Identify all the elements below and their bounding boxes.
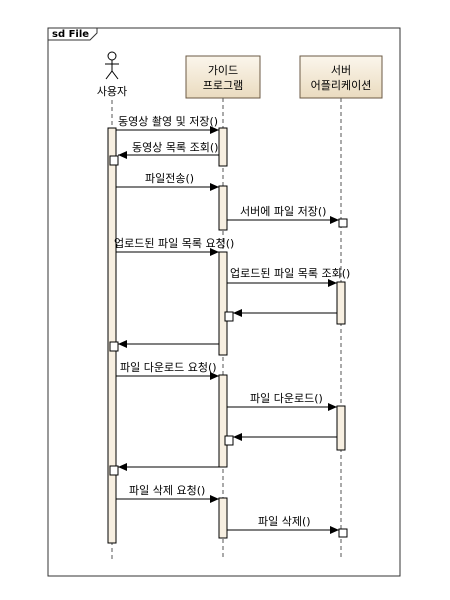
message-1: 동영상 촬영 및 저장() bbox=[116, 115, 219, 134]
self-call-server-2 bbox=[338, 528, 348, 538]
svg-text:파일 삭제(): 파일 삭제() bbox=[258, 514, 311, 528]
actor-user-icon bbox=[105, 51, 119, 80]
self-call-guide-2 bbox=[224, 435, 234, 446]
lifeline-user-label: 사용자 bbox=[97, 85, 127, 98]
svg-text:파일 다운로드(): 파일 다운로드() bbox=[250, 391, 323, 405]
svg-text:동영상 촬영 및 저장(): 동영상 촬영 및 저장() bbox=[118, 115, 218, 128]
self-call-server-1 bbox=[338, 218, 348, 228]
activation-server-1 bbox=[336, 281, 346, 325]
message-2: 동영상 목록 조회() bbox=[118, 141, 219, 159]
activation-server-2 bbox=[336, 405, 346, 451]
svg-text:가이드: 가이드 bbox=[208, 64, 238, 77]
activation-guide-5 bbox=[218, 497, 228, 539]
message-7: 파일 다운로드 요청() bbox=[116, 360, 219, 380]
svg-text:업로드된 파일 목록 조회(): 업로드된 파일 목록 조회() bbox=[230, 266, 350, 280]
svg-text:파일 삭제 요청(): 파일 삭제 요청() bbox=[129, 483, 205, 497]
self-call-user-2 bbox=[109, 341, 119, 352]
lifeline-guide-head: 가이드 프로그램 bbox=[185, 55, 261, 99]
message-9: 파일 삭제 요청() bbox=[116, 483, 219, 503]
self-call-guide-1 bbox=[224, 311, 234, 322]
svg-text:파일 다운로드 요청(): 파일 다운로드 요청() bbox=[120, 360, 217, 374]
svg-text:업로드된 파일 목록 요청(): 업로드된 파일 목록 요청() bbox=[114, 236, 234, 250]
message-4: 서버에 파일 저장() bbox=[227, 204, 339, 224]
activation-user bbox=[107, 127, 117, 544]
self-call-user-1 bbox=[109, 155, 119, 166]
message-5: 업로드된 파일 목록 요청() bbox=[114, 236, 234, 256]
svg-text:어플리케이션: 어플리케이션 bbox=[311, 79, 372, 92]
message-10: 파일 삭제() bbox=[227, 514, 339, 534]
activation-guide-1 bbox=[218, 127, 228, 167]
self-call-user-3 bbox=[109, 465, 119, 476]
lifeline-server-head: 서버 어플리케이션 bbox=[299, 55, 383, 99]
frame-tag: sd File bbox=[52, 29, 89, 40]
svg-text:서버에 파일 저장(): 서버에 파일 저장() bbox=[240, 204, 326, 218]
message-3: 파일전송() bbox=[116, 171, 219, 191]
svg-text:프로그램: 프로그램 bbox=[203, 79, 243, 92]
message-6: 업로드된 파일 목록 조회() bbox=[227, 266, 350, 287]
activation-guide-4 bbox=[218, 374, 228, 468]
activation-guide-2 bbox=[218, 185, 228, 231]
svg-text:서버: 서버 bbox=[331, 64, 351, 77]
svg-text:동영상 목록 조회(): 동영상 목록 조회() bbox=[132, 141, 218, 154]
frame-tag-box bbox=[47, 27, 98, 41]
activation-guide-3 bbox=[218, 251, 228, 356]
svg-text:파일전송(): 파일전송() bbox=[145, 171, 194, 185]
message-8: 파일 다운로드() bbox=[227, 391, 337, 411]
